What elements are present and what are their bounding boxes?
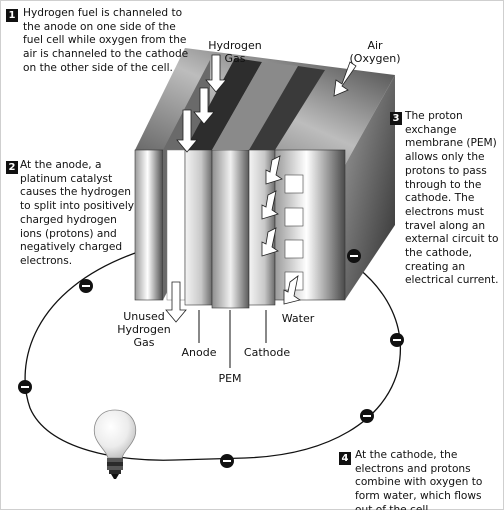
light-bulb-icon bbox=[93, 409, 137, 479]
pem-label: PEM bbox=[218, 372, 242, 385]
anode-electrode-top bbox=[185, 58, 262, 150]
gas-channel-front bbox=[166, 149, 186, 301]
step-1-number: 1 bbox=[6, 9, 18, 22]
cell-right-face bbox=[345, 75, 395, 300]
cathode-electrode-top bbox=[249, 66, 325, 150]
anode-electrode-front bbox=[184, 149, 213, 306]
step-1-text: Hydrogen fuel is channeled to the anode … bbox=[23, 7, 189, 74]
step-2-number: 2 bbox=[6, 161, 18, 174]
hydrogen-gas-label: Hydrogen Gas bbox=[208, 39, 262, 65]
water-outflow-arrow bbox=[283, 275, 301, 305]
pem-front bbox=[211, 149, 250, 309]
cathode-label: Cathode bbox=[243, 346, 291, 359]
label-leader-lines bbox=[198, 310, 267, 368]
unused-hydrogen-outflow-arrow bbox=[165, 281, 187, 323]
anode-plate-front bbox=[134, 149, 164, 301]
step-3-number: 3 bbox=[390, 112, 402, 125]
step-4-text: At the cathode, the electrons and proton… bbox=[355, 449, 483, 510]
proton-flow-arrows bbox=[261, 155, 283, 257]
electron-signs bbox=[21, 255, 401, 462]
unused-hydrogen-gas-label: Unused Hydrogen Gas bbox=[117, 310, 171, 349]
water-label: Water bbox=[281, 312, 315, 325]
air-inflow-arrow bbox=[333, 61, 357, 97]
pem-top bbox=[212, 62, 298, 150]
anode-label: Anode bbox=[181, 346, 217, 359]
air-oxygen-label: Air (Oxygen) bbox=[349, 39, 401, 65]
external-circuit-wire bbox=[24, 251, 402, 461]
step-4-number: 4 bbox=[339, 452, 351, 465]
step-2-text: At the anode, a platinum catalyst causes… bbox=[20, 159, 135, 267]
cathode-flow-channels bbox=[284, 174, 304, 291]
step-3-text: The proton exchange membrane (PEM) allow… bbox=[405, 110, 499, 287]
hydrogen-inflow-arrows bbox=[176, 54, 227, 153]
